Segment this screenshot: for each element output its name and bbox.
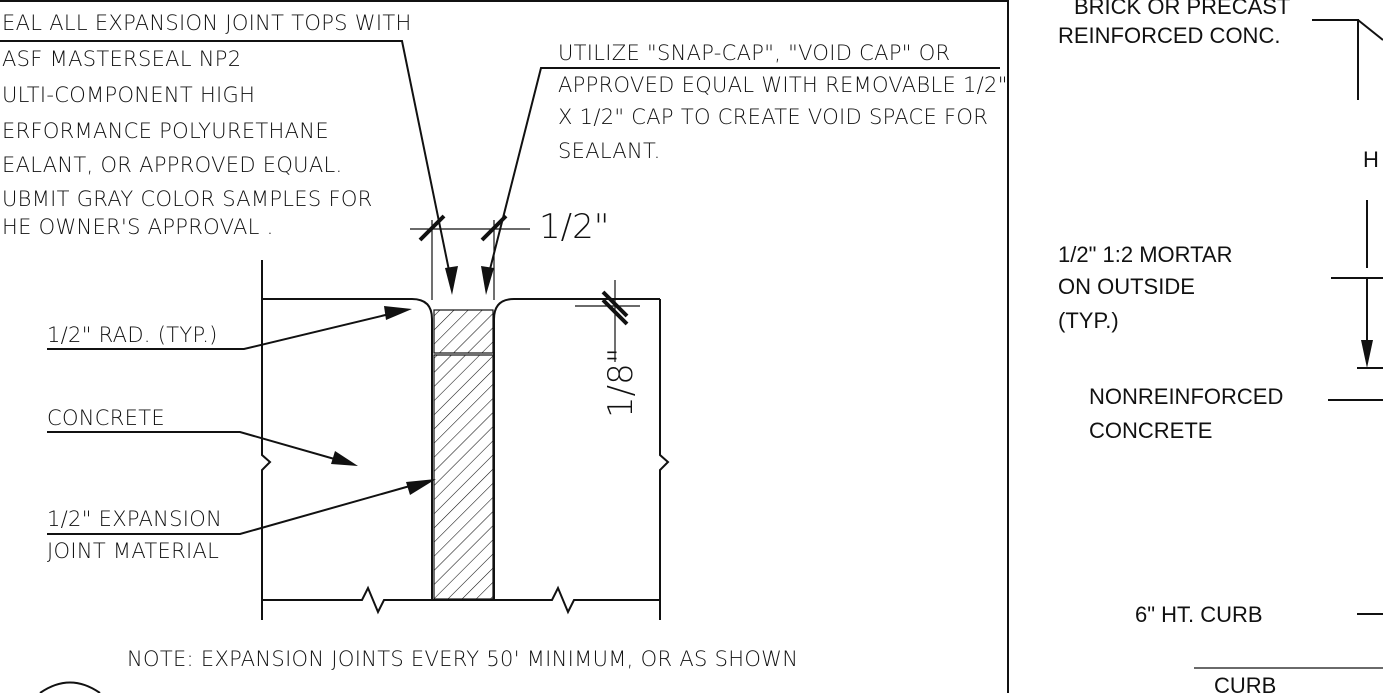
curb-label: 6" HT. CURB (1135, 602, 1263, 627)
seal-note-line-1: EAL ALL EXPANSION JOINT TOPS WITH (2, 11, 412, 35)
radius-leader (47, 311, 399, 350)
seal-note-line-5: EALANT, OR APPROVED EQUAL. (2, 153, 343, 177)
eighth-inch-dimension: 1/8" (575, 280, 641, 418)
cap-leader (485, 67, 1000, 286)
nonreinforced-label-line-1: NONREINFORCED (1089, 384, 1283, 409)
radius-arrowhead (384, 306, 412, 320)
seal-note-line-3: ULTI-COMPONENT HIGH (2, 83, 255, 107)
mortar-label-line-2: ON OUTSIDE (1058, 274, 1195, 299)
seal-note-line-2: ASF MASTERSEAL NP2 (2, 47, 241, 71)
concrete-slabs (261, 260, 670, 620)
brick-arrow (1357, 19, 1383, 41)
half-inch-dimension: 1/2" (410, 207, 609, 300)
seal-note-line-6: UBMIT GRAY COLOR SAMPLES FOR (2, 187, 373, 211)
expansion-joint-material (433, 354, 494, 600)
h-arrowhead (1361, 340, 1373, 368)
concrete-arrowhead (331, 451, 358, 466)
detail-border (0, 0, 1009, 693)
concrete-label: CONCRETE (47, 406, 165, 430)
expansion-arrowhead (406, 479, 436, 495)
cap-note-line-2: APPROVED EQUAL WITH REMOVABLE 1/2" (558, 73, 1008, 97)
brick-label-line-1: BRICK OR PRECAST (1074, 0, 1290, 19)
detail-bubble (39, 681, 101, 693)
mortar-label-line-1: 1/2" 1:2 MORTAR (1058, 242, 1233, 267)
half-inch-label: 1/2" (539, 207, 609, 247)
cap-note: UTILIZE "SNAP-CAP", "VOID CAP" OR APPROV… (558, 41, 1008, 163)
cap-note-line-1: UTILIZE "SNAP-CAP", "VOID CAP" OR (558, 41, 950, 65)
expansion-label-line-1: 1/2" EXPANSION (47, 507, 222, 531)
seal-leader (0, 40, 453, 286)
brick-leader (1312, 19, 1359, 100)
h-label: H (1363, 147, 1379, 172)
concrete-leader (47, 431, 346, 463)
seal-note: EAL ALL EXPANSION JOINT TOPS WITH ASF MA… (2, 11, 412, 239)
curb-caption: CURB (1214, 673, 1276, 693)
nonreinforced-label-line-2: CONCRETE (1089, 418, 1212, 443)
expansion-label-line-2: JOINT MATERIAL (47, 539, 219, 563)
eighth-inch-label: 1/8" (601, 348, 641, 418)
cap-note-line-4: SEALANT. (558, 139, 661, 163)
brick-label-line-2: REINFORCED CONC. (1058, 23, 1280, 48)
cap-note-line-3: X 1/2" CAP TO CREATE VOID SPACE FOR (558, 105, 988, 129)
cap-arrowhead (481, 266, 494, 295)
radius-label: 1/2" RAD. (TYP.) (47, 323, 218, 347)
bottom-note: NOTE: EXPANSION JOINTS EVERY 50' MINIMUM… (127, 647, 798, 671)
seal-arrowhead (445, 266, 458, 295)
seal-note-line-4: ERFORMANCE POLYURETHANE (2, 119, 329, 143)
expansion-leader (47, 481, 425, 535)
sealant-block (433, 309, 494, 354)
seal-note-line-7: HE OWNER'S APPROVAL . (2, 215, 274, 239)
mortar-label-line-3: (TYP.) (1058, 308, 1119, 333)
